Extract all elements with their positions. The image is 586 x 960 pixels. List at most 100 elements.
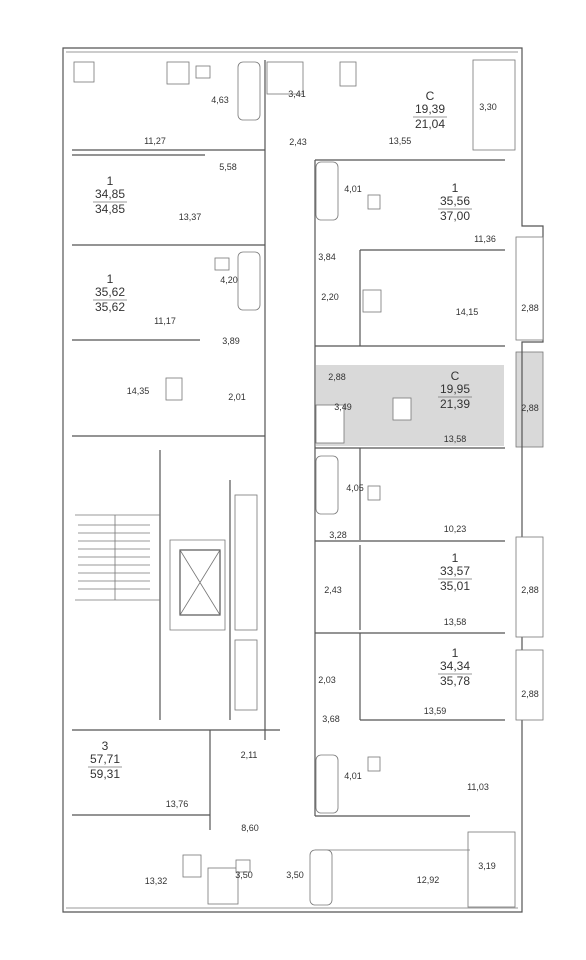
elevator-icon	[179, 549, 221, 616]
room-area: 3,41	[288, 89, 306, 99]
apt-label-1-left-b: 1 35,62 35,62	[93, 272, 127, 314]
balcony-right-2	[515, 536, 544, 638]
room-area: 11,36	[474, 234, 496, 244]
apt-type: 1	[452, 551, 459, 565]
apt-area-living: 34,34	[440, 659, 470, 673]
room-area: 2,43	[289, 137, 307, 147]
room-area: 2,88	[521, 403, 539, 413]
room-area: 2,88	[328, 372, 346, 382]
apt-area-living: 35,56	[440, 194, 470, 208]
apt-area-total: 35,62	[95, 300, 125, 314]
balcony-top-right	[472, 59, 516, 151]
room-area: 13,58	[444, 617, 467, 627]
shaft	[234, 639, 258, 711]
room-area: 3,28	[329, 530, 347, 540]
bathtub-icon	[237, 61, 261, 121]
room-area: 4,01	[344, 184, 362, 194]
stairs-icon	[78, 515, 150, 600]
bathtub-icon	[315, 161, 339, 221]
room-area: 3,49	[334, 402, 352, 412]
room-area-labels: 4,63 3,41 11,27 2,43 13,55 3,30 5,58 13,…	[127, 89, 539, 886]
bathtub-icon	[315, 455, 339, 515]
interior-walls	[72, 60, 505, 851]
apt-type: 1	[452, 646, 459, 660]
stove-icon	[392, 397, 412, 421]
apt-area-total: 37,00	[440, 209, 470, 223]
room-area: 5,58	[219, 162, 237, 172]
toilet-icon	[195, 65, 211, 79]
sink-icon	[166, 61, 190, 85]
apt-type: 1	[107, 272, 114, 286]
apt-type: С	[426, 89, 435, 103]
shower-icon	[266, 61, 304, 95]
room-area: 3,50	[235, 870, 253, 880]
room-area: 14,15	[456, 307, 479, 317]
apt-type: 3	[102, 739, 109, 753]
room-area: 13,55	[389, 136, 412, 146]
room-area: 2,03	[318, 675, 336, 685]
stove-icon	[362, 289, 382, 313]
room-area: 10,23	[444, 524, 467, 534]
apt-area-living: 34,85	[95, 187, 125, 201]
room-area: 12,92	[417, 875, 440, 885]
apt-area-total: 21,04	[415, 117, 445, 131]
bathtub-icon	[315, 754, 339, 814]
balcony-right-3	[515, 649, 544, 721]
room-area: 2,01	[228, 392, 246, 402]
apt-type: 1	[107, 174, 114, 188]
room-area: 13,58	[444, 434, 467, 444]
apt-area-total: 59,31	[90, 767, 120, 781]
room-area: 3,84	[318, 252, 336, 262]
room-area: 13,76	[166, 799, 189, 809]
apt-area-total: 21,39	[440, 397, 470, 411]
apt-area-total: 35,78	[440, 674, 470, 688]
apt-label-1-right-a: 1 35,56 37,00	[438, 181, 472, 223]
room-area: 4,01	[344, 771, 362, 781]
bathtub-icon	[237, 251, 261, 311]
stove-icon	[339, 61, 357, 87]
apt-area-living: 57,71	[90, 752, 120, 766]
room-area: 3,30	[479, 102, 497, 112]
room-area: 2,88	[521, 585, 539, 595]
shaft	[234, 494, 258, 631]
apt-label-1-right-b: 1 33,57 35,01	[438, 551, 472, 593]
room-area: 11,17	[154, 316, 176, 326]
toilet-icon	[367, 756, 381, 772]
apt-label-3-left: 3 57,71 59,31	[88, 739, 122, 781]
toilet-icon	[214, 257, 230, 271]
room-area: 14,35	[127, 386, 150, 396]
apt-area-total: 35,01	[440, 579, 470, 593]
toilet-icon	[367, 194, 381, 210]
apt-label-1-left-a: 1 34,85 34,85	[93, 174, 127, 216]
core	[78, 494, 258, 711]
shower-icon	[315, 404, 345, 444]
window-box	[73, 61, 95, 83]
room-area: 11,03	[467, 782, 489, 792]
room-area: 2,11	[241, 750, 258, 760]
bathtub-icon	[309, 849, 333, 906]
outer-walls	[62, 47, 544, 913]
room-area: 13,59	[424, 706, 447, 716]
apt-type: 1	[452, 181, 459, 195]
stove-icon	[165, 377, 183, 401]
room-area: 8,60	[241, 823, 259, 833]
room-area: 2,88	[521, 303, 539, 313]
apt-label-1-right-c: 1 34,34 35,78	[438, 646, 472, 688]
balcony-bottom-right	[467, 831, 516, 908]
apt-area-total: 34,85	[95, 202, 125, 216]
room-area: 2,20	[321, 292, 339, 302]
apt-area-living: 33,57	[440, 564, 470, 578]
apt-area-living: 19,39	[415, 102, 445, 116]
apt-label-studio-highlighted: С 19,95 21,39	[438, 369, 472, 411]
stove-icon	[182, 854, 202, 878]
room-area: 13,37	[179, 212, 202, 222]
apt-area-living: 19,95	[440, 382, 470, 396]
highlighted-apartment	[316, 351, 544, 448]
room-area: 11,27	[144, 136, 166, 146]
toilet-icon	[367, 485, 381, 501]
room-area: 4,63	[211, 95, 229, 105]
room-area: 3,50	[286, 870, 304, 880]
room-area: 4,05	[346, 483, 364, 493]
room-area: 2,88	[521, 689, 539, 699]
